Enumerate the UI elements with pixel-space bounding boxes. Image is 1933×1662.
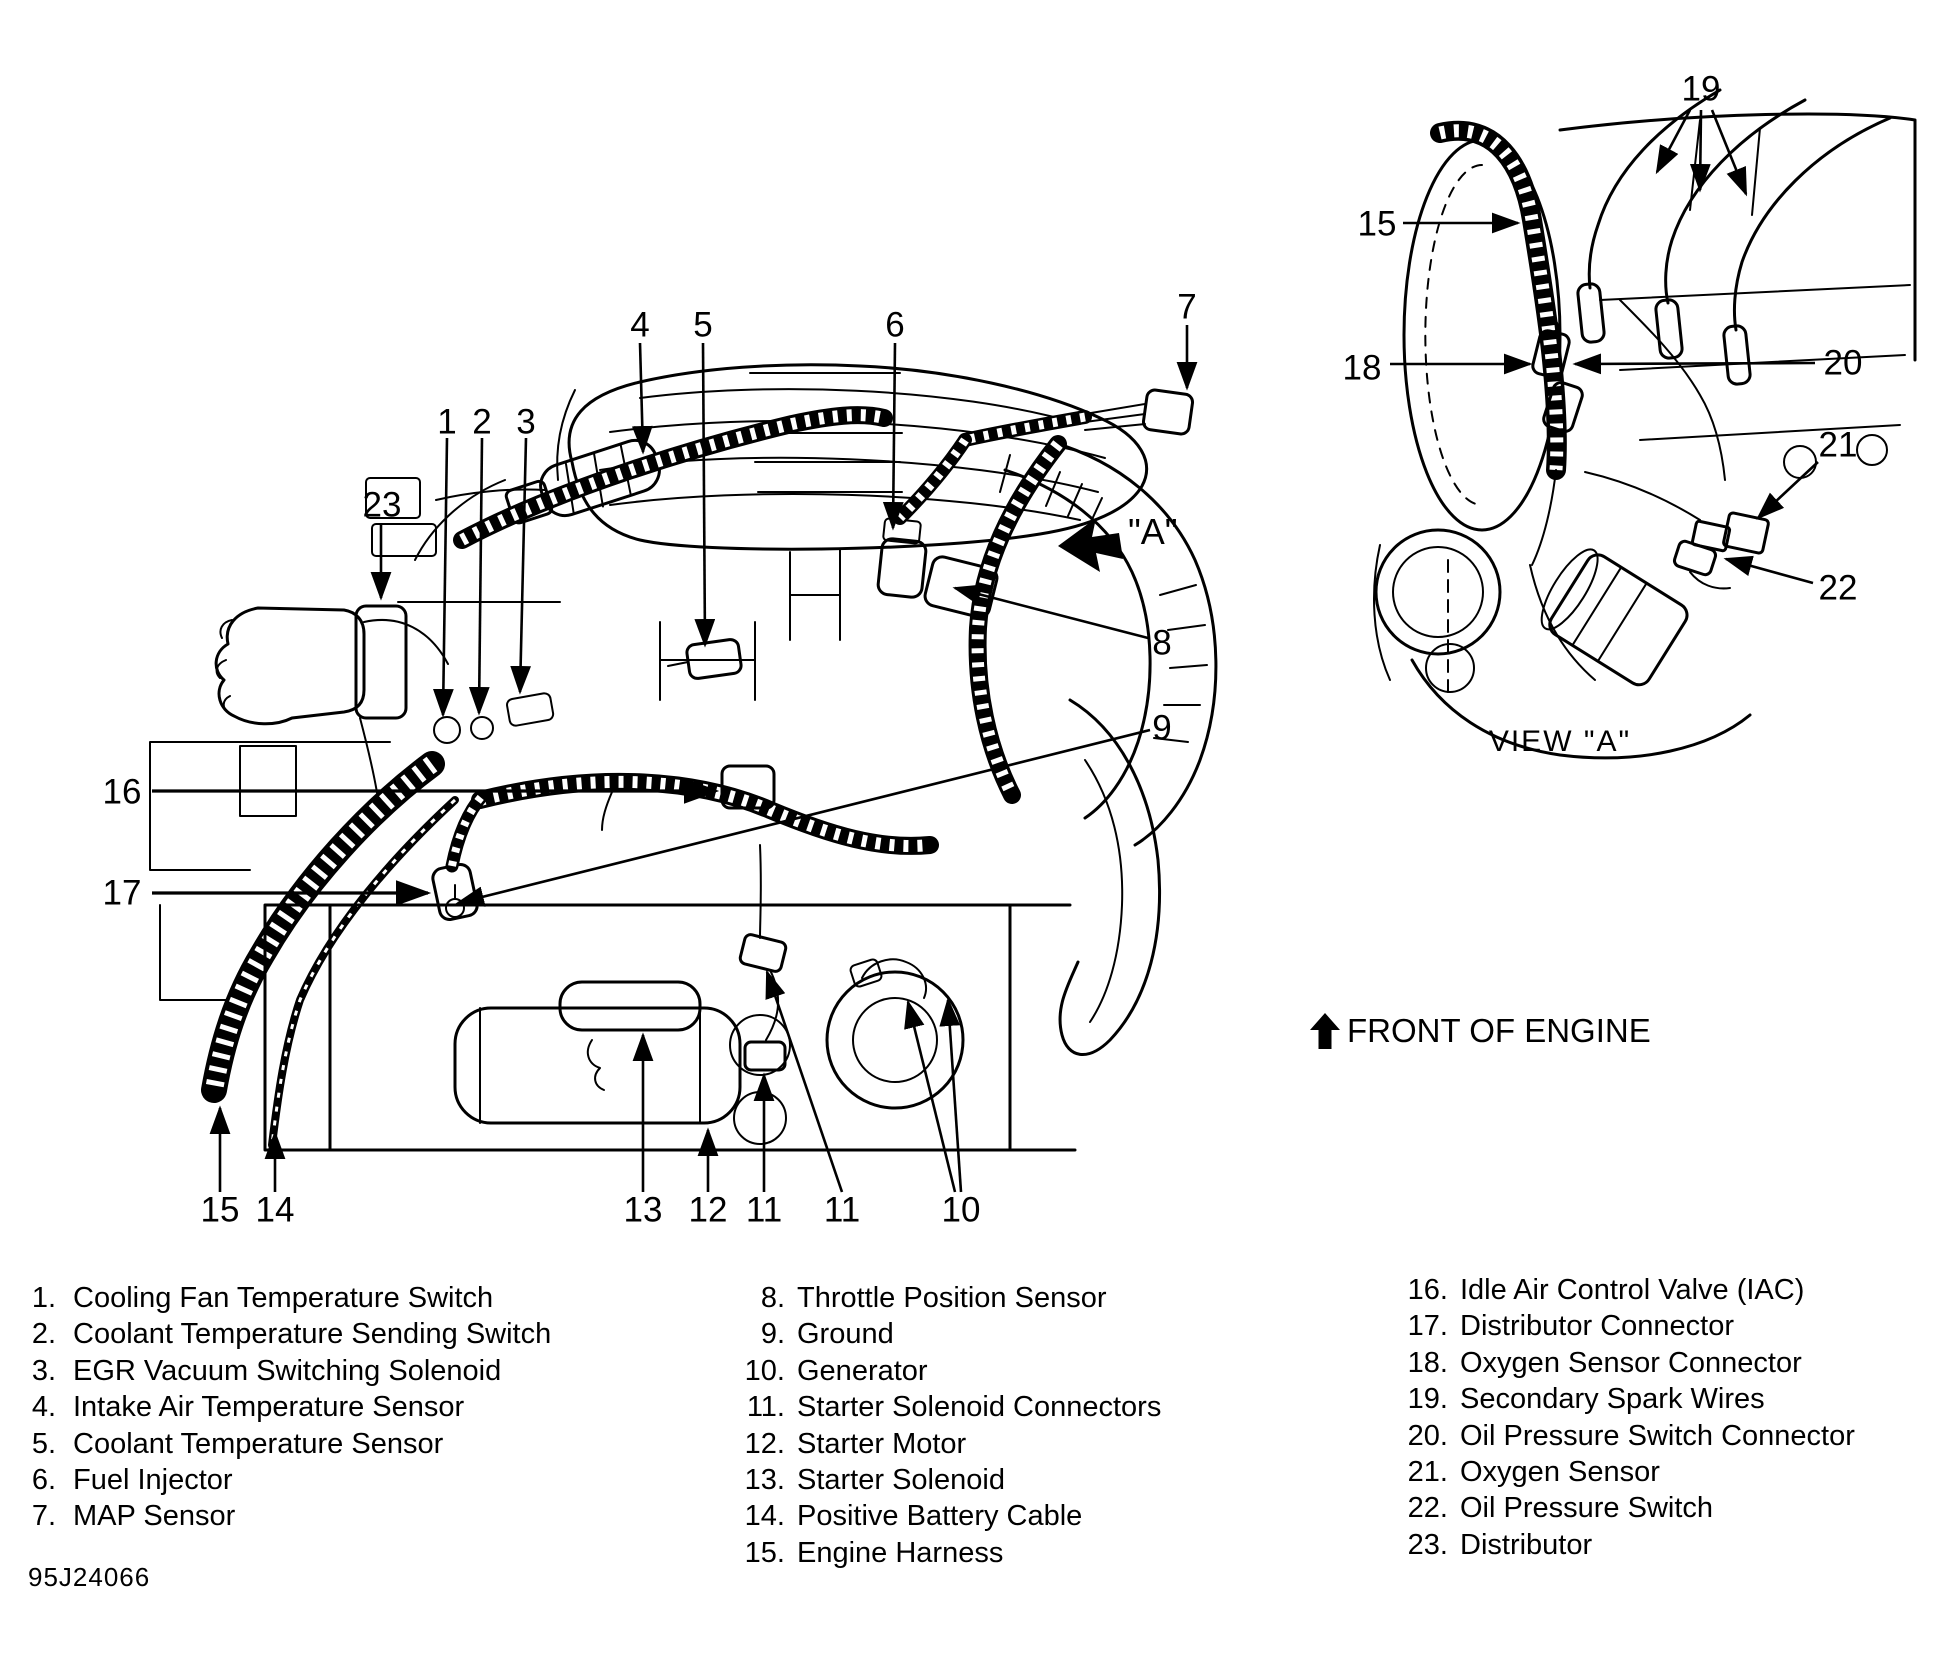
view-a-caption: VIEW "A" xyxy=(1488,725,1632,758)
legend-column-1: 1.Cooling Fan Temperature Switch 2.Coola… xyxy=(10,1280,551,1535)
legend-item-13: 13.Starter Solenoid xyxy=(744,1464,1005,1497)
callout-9: 9 xyxy=(1152,708,1172,748)
callout-11-b: 11 xyxy=(823,1190,861,1230)
legend-item-21: 21.Oxygen Sensor xyxy=(1407,1456,1660,1489)
callout-5: 5 xyxy=(693,305,713,345)
legend-item-8: 8.Throttle Position Sensor xyxy=(760,1282,1107,1314)
callout-3: 3 xyxy=(516,402,536,442)
legend-item-10: 10.Generator xyxy=(744,1354,928,1387)
callout-4: 4 xyxy=(630,305,650,345)
callout-21-view-a: 21 xyxy=(1818,425,1858,465)
legend-item-12: 12.Starter Motor xyxy=(744,1427,967,1460)
callout-15: 15 xyxy=(200,1190,240,1230)
a-marker-label: "A" xyxy=(1128,511,1178,552)
legend-item-5: 5.Coolant Temperature Sensor xyxy=(31,1427,444,1460)
legend-item-23: 23.Distributor xyxy=(1407,1528,1593,1561)
legend-column-3: 16.Idle Air Control Valve (IAC) 17.Distr… xyxy=(1386,1272,1855,1563)
legend-item-15: 15.Engine Harness xyxy=(744,1536,1004,1569)
callout-11-a: 11 xyxy=(745,1190,783,1230)
callout-13: 13 xyxy=(623,1190,663,1230)
a-direction-marker: "A" xyxy=(1128,511,1178,553)
callout-12: 12 xyxy=(688,1190,728,1230)
legend-item-22: 22.Oil Pressure Switch xyxy=(1407,1492,1714,1525)
callout-23: 23 xyxy=(362,485,402,525)
callout-leader-arrows xyxy=(152,109,1819,1193)
callout-19-view-a: 19 xyxy=(1681,69,1721,109)
legend-item-14: 14.Positive Battery Cable xyxy=(744,1500,1083,1533)
legend-column-2: 8.Throttle Position Sensor 9.Ground 10.G… xyxy=(723,1280,1162,1571)
legend-item-16: 16.Idle Air Control Valve (IAC) xyxy=(1407,1274,1805,1306)
callout-18-view-a: 18 xyxy=(1342,348,1382,388)
legend-item-3: 3.EGR Vacuum Switching Solenoid xyxy=(31,1354,502,1387)
callout-20-view-a: 20 xyxy=(1823,343,1863,383)
legend-item-1: 1.Cooling Fan Temperature Switch xyxy=(31,1282,494,1314)
legend-item-6: 6.Fuel Injector xyxy=(31,1464,233,1497)
legend-item-7: 7.MAP Sensor xyxy=(31,1500,236,1533)
legend-item-11: 11.Starter Solenoid Connectors xyxy=(746,1391,1162,1424)
front-of-engine-text: FRONT OF ENGINE xyxy=(1347,1012,1651,1049)
main-engine-view xyxy=(149,363,1218,1152)
figure-code: 95J24066 xyxy=(28,1562,151,1592)
up-arrow-icon xyxy=(1310,1013,1340,1049)
callout-6: 6 xyxy=(885,305,905,345)
callout-8: 8 xyxy=(1152,623,1172,663)
callout-2: 2 xyxy=(472,402,492,442)
view-a-detail xyxy=(1373,88,1917,760)
legend-item-19: 19.Secondary Spark Wires xyxy=(1407,1383,1765,1416)
callout-22-view-a: 22 xyxy=(1818,568,1858,608)
legend-item-18: 18.Oxygen Sensor Connector xyxy=(1407,1346,1802,1379)
callout-15-view-a: 15 xyxy=(1357,204,1397,244)
callout-16: 16 xyxy=(102,772,142,812)
legend-item-17: 17.Distributor Connector xyxy=(1407,1310,1734,1343)
legend-item-2: 2.Coolant Temperature Sending Switch xyxy=(31,1318,552,1351)
legend-item-9: 9.Ground xyxy=(760,1318,894,1351)
callout-14: 14 xyxy=(255,1190,295,1230)
callout-17: 17 xyxy=(102,873,142,913)
legend-item-4: 4.Intake Air Temperature Sensor xyxy=(31,1391,465,1424)
callout-7: 7 xyxy=(1177,287,1197,327)
callout-1: 1 xyxy=(437,402,457,442)
callout-10: 10 xyxy=(941,1190,981,1230)
front-of-engine-label: FRONT OF ENGINE xyxy=(1310,1012,1651,1050)
legend-item-20: 20.Oil Pressure Switch Connector xyxy=(1407,1419,1855,1452)
